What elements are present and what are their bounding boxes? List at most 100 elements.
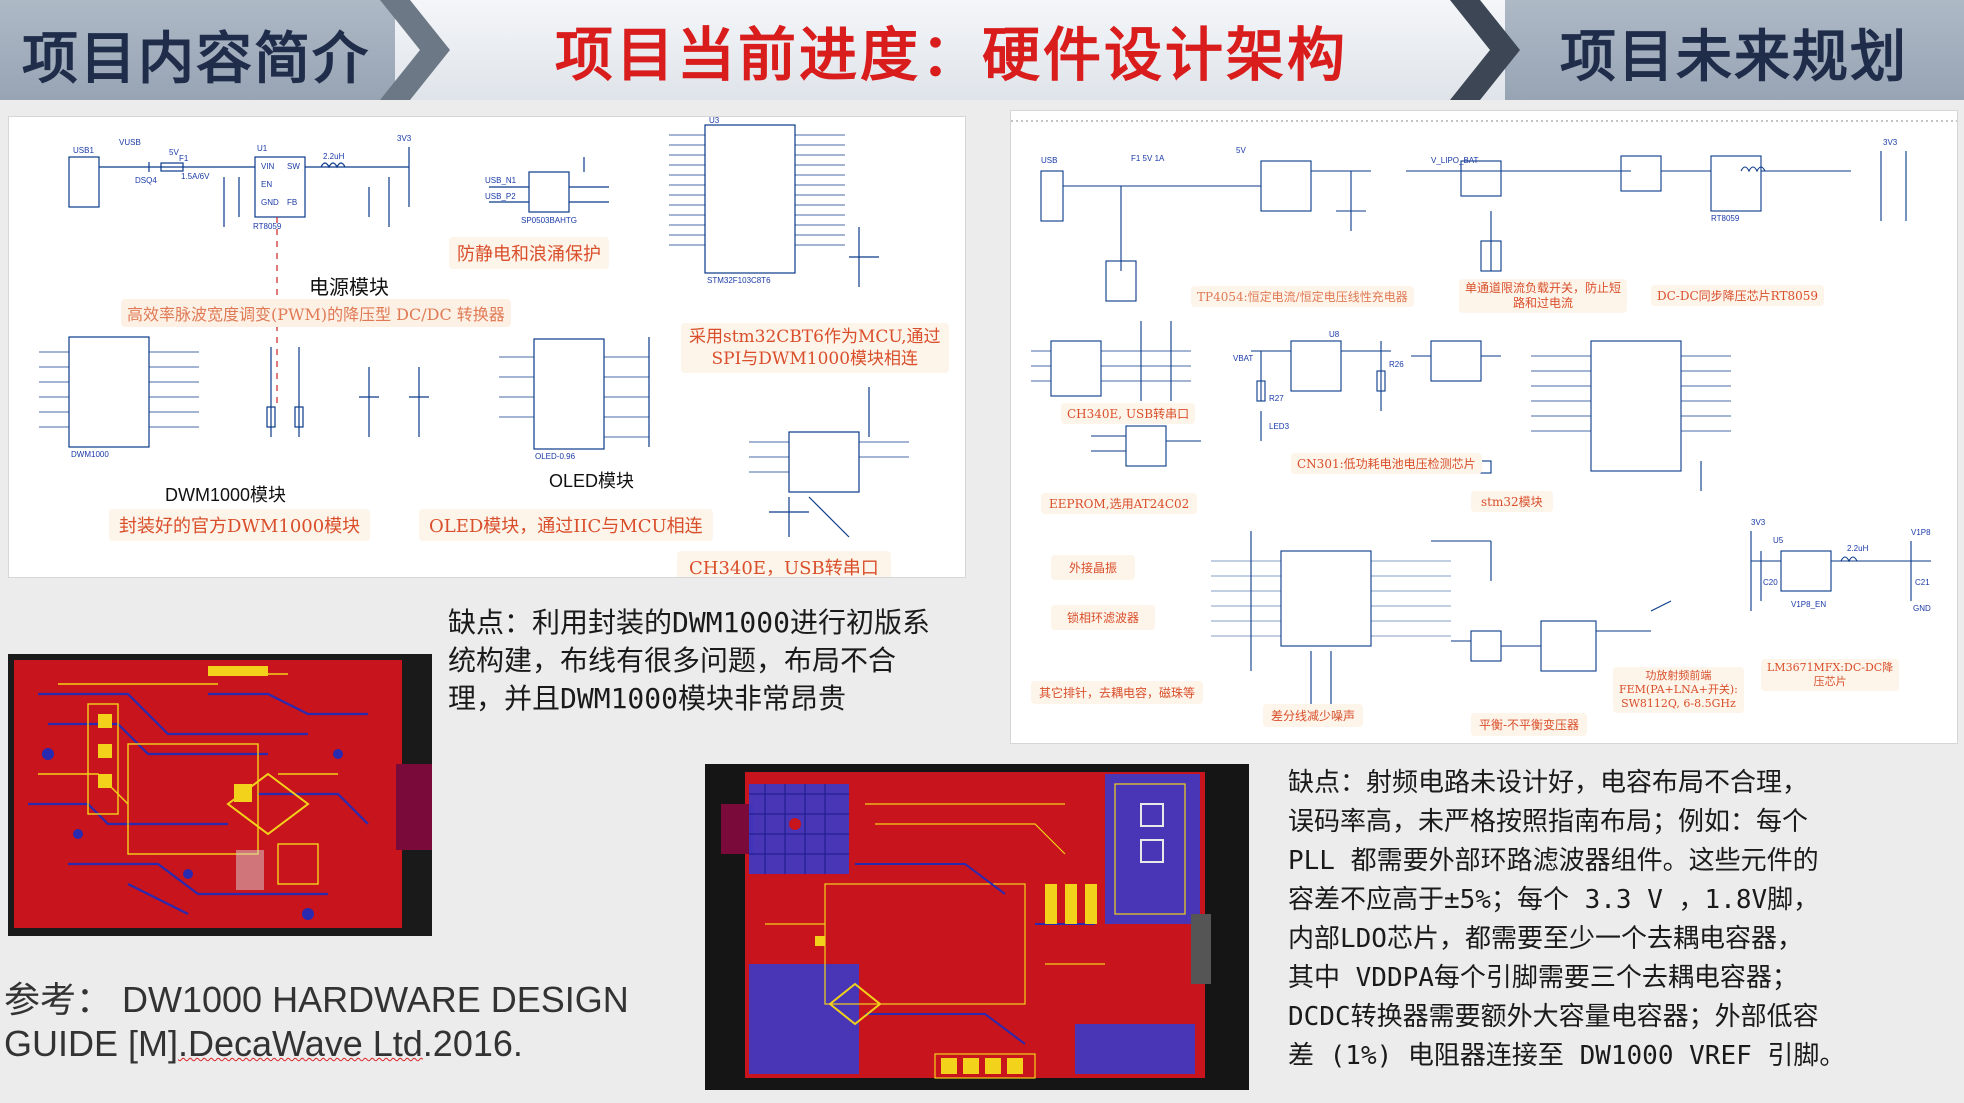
lm3671-callout: LM3671MFX:DC-DC降 压芯片: [1761, 659, 1900, 691]
ch340-callout: CH340E，USB转串口: [677, 551, 891, 577]
lm3671-callout-line-1: LM3671MFX:DC-DC降: [1767, 661, 1894, 674]
label-dwm-part: DWM1000: [71, 450, 109, 459]
nav-step-intro[interactable]: [0, 0, 395, 100]
label-usb: USB1: [73, 146, 94, 155]
note-v2-line-1: 缺点：射频电路未设计好，电容布局不合理，: [1288, 768, 1809, 798]
dcdc-callout: DC-DC同步降压芯片RT8059: [1651, 285, 1825, 306]
note-v2-line-2: 误码率高，未严格按照指南布局；例如：每个: [1288, 807, 1809, 837]
label-v2-r27: R27: [1269, 394, 1284, 403]
oled-module-title: OLED模块: [549, 471, 635, 491]
note-v2-line-3: PLL 都需要外部环路滤波器组件。这些元件的: [1288, 846, 1819, 876]
charger-callout: TP4054:恒定电流/恒定电压线性充电器: [1191, 286, 1414, 307]
reference-line-2-part-1: GUIDE [M]: [4, 1023, 179, 1064]
note-v1-line-2: 统构建，布线有很多问题，布局不合: [448, 644, 897, 677]
esd-callout: 防静电和浪涌保护: [449, 237, 609, 269]
pll-callout: 锁相环滤波器: [1051, 605, 1156, 630]
label-v2-u5: U5: [1773, 536, 1784, 545]
label-v2-r26: R26: [1389, 360, 1404, 369]
note-v2-line-6: 其中 VDDPA每个引脚需要三个去耦电容器；: [1288, 963, 1798, 993]
label-fuse: 1.5A/6V: [181, 172, 210, 181]
diff-callout: 差分线减少噪声: [1263, 704, 1364, 727]
note-v1-line-1: 缺点：利用封装的DWM1000进行初版系: [448, 606, 931, 639]
balun-callout: 平衡-不平衡变压器: [1471, 713, 1588, 736]
schematic-v1-image: USB1 VUSB U1 RT8059 5V 3V3 VIN SW EN GND…: [8, 116, 966, 578]
nav-step-intro-label: 项目内容简介: [22, 26, 370, 92]
cn301-callout: CN301:低功耗电池电压检测芯片: [1291, 453, 1482, 474]
label-usb-n: USB_N1: [485, 176, 517, 185]
fem-callout-line-2: FEM(PA+LNA+开关):: [1619, 683, 1738, 696]
eeprom-callout: EEPROM,选用AT24C02: [1041, 493, 1198, 514]
pcb-v2-drawing: [705, 764, 1249, 1090]
note-v2-line-4: 容差不应高于±5%；每个 3.3 V ，1.8V脚，: [1288, 885, 1820, 915]
label-f1: F1: [179, 154, 189, 163]
pcb-v1-image: [8, 654, 432, 936]
label-mcu-part: STM32F103C8T6: [707, 276, 771, 285]
reference-line-2: GUIDE [M].DecaWave Ltd.2016.: [4, 1022, 629, 1066]
schematic-v1-drawing: USB1 VUSB U1 RT8059 5V 3V3 VIN SW EN GND…: [39, 117, 909, 538]
label-5v: 5V: [169, 148, 179, 157]
label-gnd: GND: [261, 198, 279, 207]
stm32-callout: stm32模块: [1471, 491, 1553, 512]
label-v2-3v3: 3V3: [1883, 138, 1898, 147]
switch-callout-line-1: 单通道限流负载开关，防止短: [1465, 281, 1622, 295]
nav-bar: 项目内容简介 项目当前进度：硬件设计架构 项目未来规划: [0, 0, 1964, 100]
other-callout: 其它排针，去耦电容，磁珠等: [1031, 681, 1204, 704]
label-v2-vbat: VBAT: [1233, 354, 1253, 363]
reference-line-1: 参考： DW1000 HARDWARE DESIGN: [4, 979, 629, 1020]
label-v2-u8: U8: [1329, 330, 1340, 339]
note-v2-line-7: DCDC转换器需要额外大容量电容器；外部低容: [1288, 1002, 1819, 1032]
label-v2-v1p8en: V1P8_EN: [1791, 600, 1826, 609]
label-v2-ind: 2.2uH: [1847, 544, 1869, 553]
pcb-v1-drawing: [8, 654, 432, 936]
schematic-v2-drawing: USB F1 5V 1A 5V V_LIPO_BAT 3V3 RT8059 VB…: [1011, 120, 1957, 711]
crystal-callout: 外接晶振: [1051, 555, 1136, 580]
label-v2-gnd: GND: [1913, 604, 1931, 613]
label-sw: SW: [287, 162, 300, 171]
label-inductor: 2.2uH: [323, 152, 345, 161]
dwm-callout: 封装好的官方DWM1000模块: [109, 509, 371, 541]
label-esd-part: SP0503BAHTG: [521, 216, 577, 225]
label-v2-rt8059: RT8059: [1711, 214, 1740, 223]
label-v2-5v: 5V: [1236, 146, 1246, 155]
reference-line-2-part-3: .2016.: [422, 1023, 523, 1064]
label-oled-part: OLED-0.96: [535, 452, 576, 461]
label-v2-fuse: F1 5V 1A: [1131, 154, 1165, 163]
label-u3: U3: [709, 117, 720, 125]
mcu-callout-line-2: SPI与DWM1000模块相连: [711, 349, 919, 369]
label-en: EN: [261, 180, 272, 189]
label-u1: U1: [257, 144, 268, 153]
label-v2-led3: LED3: [1269, 422, 1290, 431]
label-rt8059: RT8059: [253, 222, 282, 231]
dwm-module-title: DWM1000模块: [165, 485, 287, 505]
label-v2-c21: C21: [1915, 578, 1930, 587]
switch-callout: 单通道限流负载开关，防止短 路和过电流: [1459, 279, 1628, 313]
fem-callout-line-1: 功放射频前端: [1645, 669, 1712, 682]
note-v2-line-8: 差 (1%) 电阻器连接至 DW1000 VREF 引脚。: [1288, 1041, 1846, 1071]
label-v2-c20: C20: [1763, 578, 1778, 587]
fem-callout-line-3: SW8112Q, 6-8.5GHz: [1621, 697, 1736, 710]
label-vin: VIN: [261, 162, 275, 171]
pcb-v2-image: [705, 764, 1249, 1090]
nav-step-current-label: 项目当前进度：硬件设计架构: [555, 21, 1349, 89]
note-v2-drawbacks: 缺点：射频电路未设计好，电容布局不合理， 误码率高，未严格按照指南布局；例如：每…: [1288, 764, 1845, 1076]
power-module-title: 电源模块: [309, 277, 389, 299]
chevron-right-icon: [1450, 0, 1530, 100]
note-v1-line-3: 理，并且DWM1000模块非常昂贵: [448, 682, 847, 715]
label-v2-usb: USB: [1041, 156, 1057, 165]
mcu-callout: 采用stm32CBT6作为MCU,通过 SPI与DWM1000模块相连: [681, 323, 949, 373]
label-v2-v1p8: V1P8: [1911, 528, 1931, 537]
v2-ch340-callout: CH340E, USB转串口: [1061, 403, 1196, 424]
chevron-right-icon: [380, 0, 460, 100]
oled-callout: OLED模块，通过IIC与MCU相连: [419, 509, 713, 541]
power-module-callout: 高效率脉波宽度调变(PWM)的降压型 DC/DC 转换器: [121, 299, 511, 327]
label-v2-vlipo: V_LIPO_BAT: [1431, 156, 1479, 165]
reference-line-2-part-2: .DecaWave Ltd: [178, 1023, 423, 1064]
nav-step-future[interactable]: [1505, 0, 1964, 100]
reference-citation: 参考： DW1000 HARDWARE DESIGN GUIDE [M].Dec…: [4, 978, 629, 1066]
nav-step-future-label: 项目未来规划: [1560, 24, 1908, 90]
label-v2-3v3-b: 3V3: [1751, 518, 1766, 527]
note-v2-line-5: 内部LDO芯片，都需要至少一个去耦电容器，: [1288, 924, 1803, 954]
label-usb-p: USB_P2: [485, 192, 516, 201]
schematic-v2-image: USB F1 5V 1A 5V V_LIPO_BAT 3V3 RT8059 VB…: [1010, 110, 1958, 744]
label-fb: FB: [287, 198, 297, 207]
